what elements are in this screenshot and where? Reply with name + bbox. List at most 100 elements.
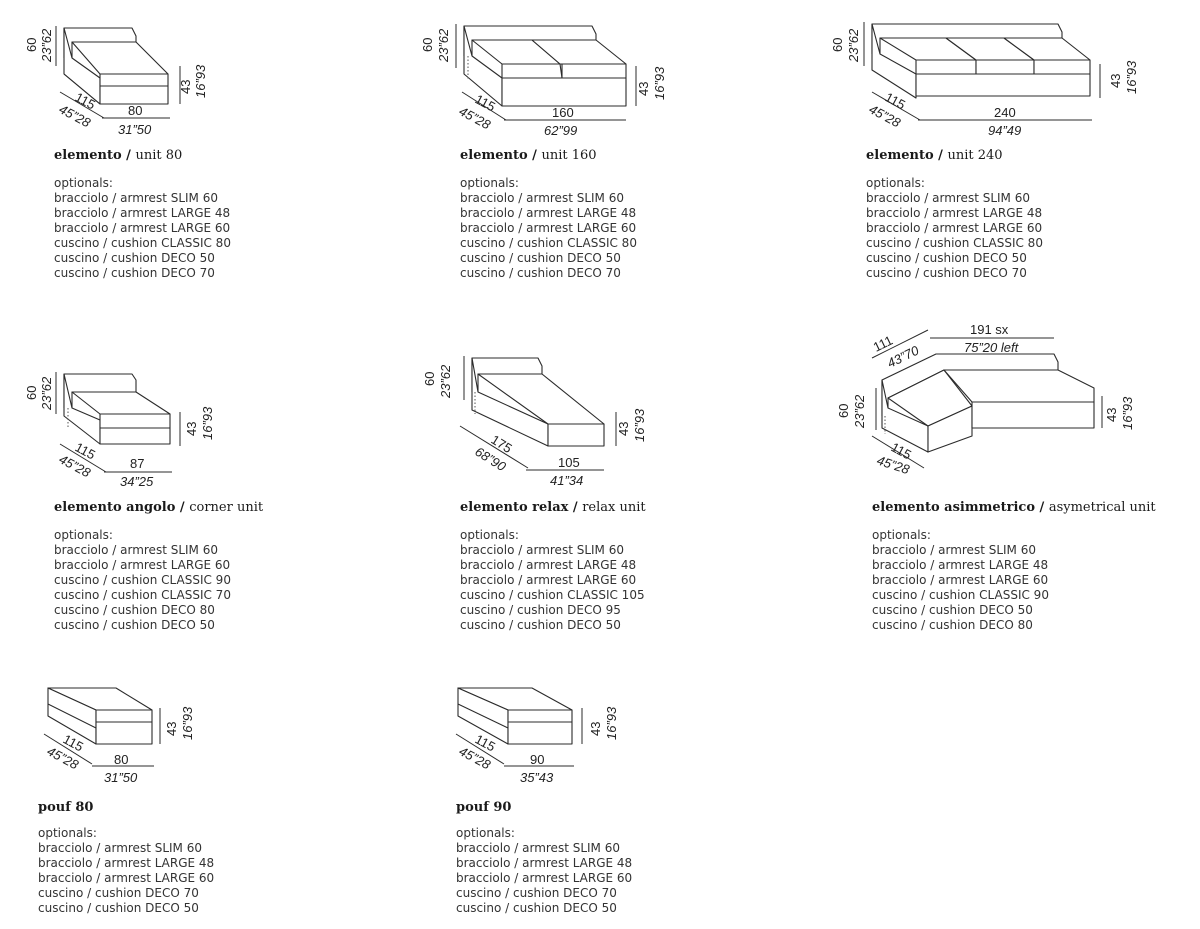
optional-item: cuscino / cushion DECO 95 [460, 603, 621, 617]
unit-160-height-cm: 60 [420, 38, 435, 52]
pouf-90-width-cm: 90 [530, 752, 544, 767]
unit-240-optionals: optionals: bracciolo / armrest SLIM 60 b… [866, 176, 1043, 281]
corner-unit-optionals: optionals: bracciolo / armrest SLIM 60 b… [54, 528, 231, 633]
pouf-80-title: pouf 80 [38, 800, 94, 815]
unit-240-seat-cm: 43 [1108, 74, 1123, 88]
pouf-80-drawing: 43 16”93 115 45”28 80 31”50 [43, 687, 195, 785]
unit-80-height-cm: 60 [24, 38, 39, 52]
optional-item: bracciolo / armrest SLIM 60 [872, 543, 1036, 557]
product-relax-unit: 60 23”62 43 16”93 175 68”90 105 41”34 el… [420, 352, 700, 642]
pouf-80-optionals: optionals: bracciolo / armrest SLIM 60 b… [38, 826, 214, 916]
unit-80-seat-in: 16”93 [193, 64, 208, 98]
optional-item: cuscino / cushion DECO 70 [460, 266, 621, 280]
pouf-90-seat-in: 16”93 [604, 706, 619, 740]
optional-item: cuscino / cushion DECO 50 [54, 251, 215, 265]
optionals-label: optionals: [460, 176, 519, 190]
optional-item: cuscino / cushion DECO 50 [872, 603, 1033, 617]
asym-height-in: 23”62 [852, 394, 867, 429]
optional-item: cuscino / cushion DECO 50 [460, 251, 621, 265]
optional-item: bracciolo / armrest SLIM 60 [38, 841, 202, 855]
unit-80-drawing: 60 23”62 43 16”93 115 45”28 80 31”50 [24, 26, 208, 137]
relax-unit-title: elemento relax / relax unit [460, 500, 646, 515]
pouf-90-width-in: 35”43 [520, 770, 554, 785]
pouf-80-width-cm: 80 [114, 752, 128, 767]
asym-width-in: 75”20 left [964, 340, 1020, 355]
corner-height-cm: 60 [24, 386, 39, 400]
relax-width-in: 41”34 [550, 473, 583, 488]
optional-item: bracciolo / armrest LARGE 48 [460, 206, 637, 220]
optional-item: cuscino / cushion DECO 80 [54, 603, 215, 617]
product-corner-unit: 60 23”62 43 16”93 115 45”28 87 34”25 ele… [20, 368, 280, 638]
optionals-label: optionals: [38, 826, 97, 840]
unit-160-width-in: 62”99 [544, 123, 577, 138]
corner-unit-title: elemento angolo / corner unit [54, 500, 264, 515]
pouf-80-seat-in: 16”93 [180, 706, 195, 740]
unit-80-width-in: 31”50 [118, 122, 152, 137]
optionals-label: optionals: [54, 176, 113, 190]
unit-160-width-cm: 160 [552, 105, 574, 120]
optional-item: cuscino / cushion DECO 50 [38, 901, 199, 915]
unit-240-seat-in: 16”93 [1124, 60, 1139, 94]
pouf-80-seat-cm: 43 [164, 722, 179, 736]
optional-item: bracciolo / armrest SLIM 60 [456, 841, 620, 855]
optional-item: bracciolo / armrest SLIM 60 [460, 191, 624, 205]
optional-item: bracciolo / armrest SLIM 60 [54, 543, 218, 557]
optional-item: cuscino / cushion CLASSIC 80 [460, 236, 637, 250]
product-asymmetrical-unit: 60 23”62 43 16”93 115 45”28 111 43”70 19… [832, 318, 1172, 642]
unit-80-width-cm: 80 [128, 103, 142, 118]
unit-80-height-in: 23”62 [39, 28, 54, 63]
relax-unit-drawing: 60 23”62 43 16”93 175 68”90 105 41”34 [422, 356, 647, 488]
pouf-90-optionals: optionals: bracciolo / armrest SLIM 60 b… [456, 826, 632, 916]
unit-160-title: elemento / unit 160 [460, 148, 597, 163]
optional-item: cuscino / cushion DECO 70 [456, 886, 617, 900]
relax-unit-optionals: optionals: bracciolo / armrest SLIM 60 b… [460, 528, 645, 633]
unit-240-width-in: 94”49 [988, 123, 1021, 138]
optional-item: cuscino / cushion CLASSIC 80 [866, 236, 1043, 250]
optional-item: cuscino / cushion CLASSIC 90 [872, 588, 1049, 602]
optionals-label: optionals: [460, 528, 519, 542]
optional-item: bracciolo / armrest LARGE 48 [866, 206, 1043, 220]
optional-item: cuscino / cushion CLASSIC 105 [460, 588, 645, 602]
optional-item: cuscino / cushion DECO 70 [38, 886, 199, 900]
pouf-80-width-in: 31”50 [104, 770, 138, 785]
optional-item: bracciolo / armrest LARGE 60 [872, 573, 1049, 587]
unit-240-drawing: 60 23”62 43 16”93 115 45”28 240 94”49 [830, 22, 1139, 138]
relax-height-cm: 60 [422, 372, 437, 386]
asymmetrical-unit-drawing: 60 23”62 43 16”93 115 45”28 111 43”70 19… [836, 322, 1135, 477]
optional-item: cuscino / cushion CLASSIC 70 [54, 588, 231, 602]
optional-item: bracciolo / armrest SLIM 60 [54, 191, 218, 205]
asymmetrical-unit-title: elemento asimmetrico / asymetrical unit [872, 500, 1156, 515]
relax-seat-in: 16”93 [632, 408, 647, 442]
optional-item: cuscino / cushion DECO 50 [460, 618, 621, 632]
optional-item: cuscino / cushion DECO 50 [866, 251, 1027, 265]
product-unit-80: 60 23”62 43 16”93 115 45”28 80 31”50 ele… [20, 18, 260, 288]
optional-item: cuscino / cushion DECO 50 [456, 901, 617, 915]
pouf-90-drawing: 43 16”93 115 45”28 90 35”43 [455, 687, 619, 785]
optional-item: cuscino / cushion DECO 80 [872, 618, 1033, 632]
optional-item: bracciolo / armrest LARGE 48 [872, 558, 1049, 572]
unit-80-seat-cm: 43 [178, 80, 193, 94]
optional-item: bracciolo / armrest LARGE 48 [38, 856, 215, 870]
unit-160-seat-in: 16”93 [652, 66, 667, 100]
unit-240-height-cm: 60 [830, 38, 845, 52]
corner-seat-in: 16”93 [200, 406, 215, 440]
optional-item: cuscino / cushion DECO 70 [866, 266, 1027, 280]
relax-seat-cm: 43 [616, 422, 631, 436]
asym-width-cm: 191 sx [970, 322, 1009, 337]
optional-item: bracciolo / armrest LARGE 60 [54, 558, 231, 572]
asymmetrical-unit-optionals: optionals: bracciolo / armrest SLIM 60 b… [872, 528, 1049, 633]
optionals-label: optionals: [456, 826, 515, 840]
optional-item: cuscino / cushion CLASSIC 80 [54, 236, 231, 250]
optional-item: bracciolo / armrest LARGE 60 [456, 871, 633, 885]
optional-item: bracciolo / armrest LARGE 60 [54, 221, 231, 235]
product-pouf-80: 43 16”93 115 45”28 80 31”50 pouf 80 opti… [20, 680, 260, 920]
product-unit-160: 60 23”62 43 16”93 115 45”28 160 62”99 el… [420, 18, 700, 288]
corner-unit-drawing: 60 23”62 43 16”93 115 45”28 87 34”25 [24, 372, 215, 489]
optional-item: cuscino / cushion CLASSIC 90 [54, 573, 231, 587]
unit-160-drawing: 60 23”62 43 16”93 115 45”28 160 62”99 [420, 24, 667, 138]
pouf-90-title: pouf 90 [456, 800, 512, 815]
corner-width-in: 34”25 [120, 474, 154, 489]
unit-240-width-cm: 240 [994, 105, 1016, 120]
unit-160-optionals: optionals: bracciolo / armrest SLIM 60 b… [460, 176, 637, 281]
asym-seat-cm: 43 [1104, 408, 1119, 422]
